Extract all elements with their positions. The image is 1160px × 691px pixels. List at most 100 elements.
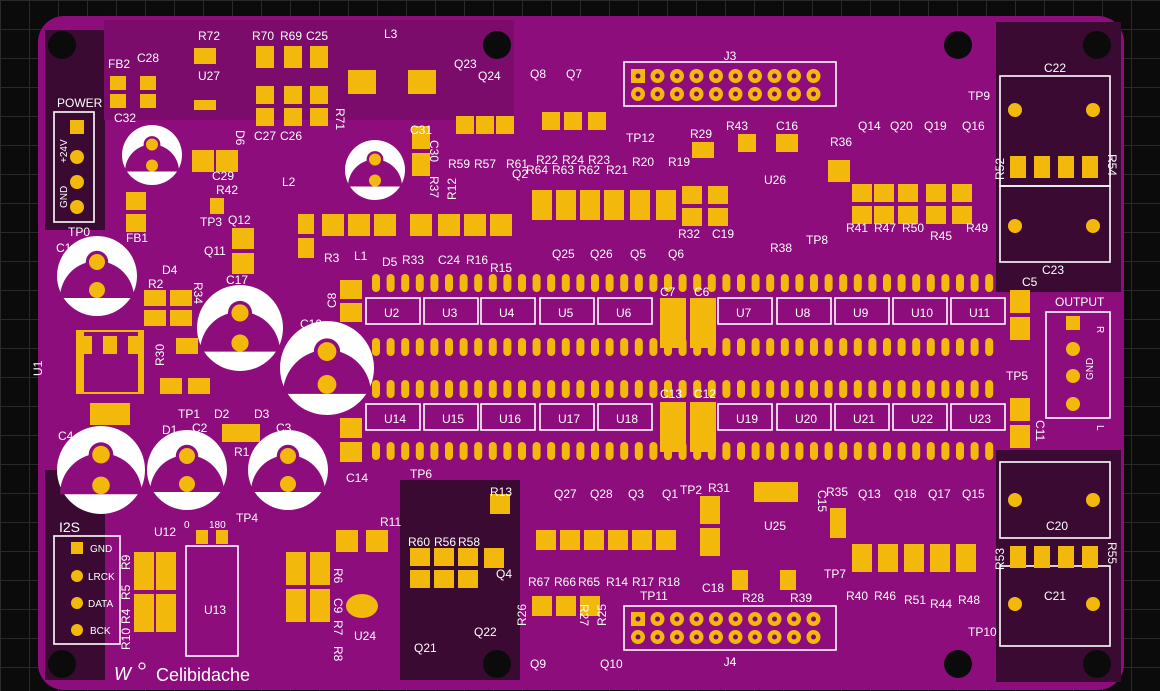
ic-pin [620, 442, 629, 460]
refdes-label-r63: R63 [552, 163, 574, 177]
refdes-label-r23: R23 [588, 153, 610, 167]
smd-pad [776, 134, 798, 152]
refdes-label-q10: Q10 [600, 657, 623, 671]
refdes-label-tp7: TP7 [824, 567, 846, 581]
refdes-label-d5: D5 [382, 255, 398, 269]
ic-pin [810, 380, 818, 398]
via-pad [1086, 219, 1100, 233]
refdes-label-c22: C22 [1044, 61, 1066, 75]
ic-label: U23 [969, 412, 991, 426]
ic-pin [839, 442, 848, 460]
header-pin-hole [772, 91, 777, 97]
smd-pad [632, 530, 652, 550]
smd-pad [682, 208, 702, 226]
refdes-label-r36: R36 [830, 135, 852, 149]
ic-pin [868, 380, 877, 398]
mounting-hole [483, 650, 511, 678]
refdes-label-r72: R72 [198, 29, 220, 43]
ic-pin [620, 380, 629, 398]
refdes-label-r64: R64 [526, 163, 548, 177]
smd-pad [682, 186, 702, 204]
header-pin-hole [674, 634, 680, 640]
header-pin-hole [635, 91, 641, 97]
output-pin [1066, 342, 1080, 356]
output-pin [1066, 369, 1080, 383]
refdes-label-q23: Q23 [454, 57, 477, 71]
refdes-label-r30: R30 [153, 344, 167, 366]
i2s-title: I2S [59, 519, 80, 535]
u12-pin-mark: 180 [209, 520, 226, 531]
smd-pad [286, 589, 306, 622]
refdes-label-q20: Q20 [890, 119, 913, 133]
ic-pin [532, 338, 541, 356]
smd-pad [156, 594, 176, 632]
refdes-label-q18: Q18 [894, 487, 917, 501]
ic-pin [591, 338, 599, 356]
refdes-label-r32: R32 [678, 227, 700, 241]
ic-pin [488, 338, 497, 356]
cap-pad [317, 375, 337, 394]
ic-label: U17 [558, 412, 580, 426]
cap-pad [280, 448, 296, 464]
ic-pin [707, 380, 716, 398]
smd-pad [194, 48, 216, 64]
smd-pad [188, 378, 210, 394]
smd-pad [232, 253, 254, 274]
ic-pin [401, 442, 410, 460]
cap-stripe [200, 311, 280, 352]
ic-pin [591, 274, 599, 292]
ic-pin [810, 274, 818, 292]
smd-pad [286, 552, 306, 585]
smd-pad [240, 424, 260, 442]
i2s-pin-label: LRCK [88, 572, 115, 583]
ic-pin [401, 274, 410, 292]
brand-logo-mark: W [114, 664, 133, 684]
j3-pins [631, 69, 821, 101]
refdes-label-r52: R52 [993, 158, 1007, 180]
ic-pin [634, 442, 643, 460]
ic-label: U9 [853, 306, 869, 320]
header-pin-hole [733, 91, 738, 97]
ic-pin [474, 338, 483, 356]
refdes-label-r51: R51 [904, 593, 926, 607]
refdes-label-c2: C2 [192, 421, 208, 435]
ic-pin [956, 274, 964, 292]
i2s-pin [71, 542, 83, 554]
refdes-label-r43: R43 [726, 119, 748, 133]
smd-pad [156, 552, 176, 590]
refdes-label-r66: R66 [554, 575, 576, 589]
smd-pad [408, 70, 436, 94]
cap-pad [89, 282, 105, 298]
smd-pad [310, 108, 328, 126]
ic-pin [561, 442, 570, 460]
ic-pin [430, 274, 439, 292]
smd-pad [496, 116, 514, 134]
ic-pin [518, 442, 526, 460]
refdes-label-q4: Q4 [496, 567, 512, 581]
header-pin-hole [752, 91, 758, 97]
ic-label: U7 [736, 306, 752, 320]
ic-pin [693, 380, 702, 398]
refdes-label-tp5: TP5 [1006, 369, 1028, 383]
u13-outline [185, 545, 239, 657]
smd-pad [852, 544, 872, 572]
refdes-label-q7: Q7 [566, 67, 582, 81]
refdes-label-q26: Q26 [590, 247, 613, 261]
refdes-label-r34: R34 [191, 282, 205, 304]
refdes-label-r33: R33 [402, 253, 424, 267]
refdes-label-r55: R55 [1105, 542, 1119, 564]
header-pin-hole [791, 616, 797, 622]
ic-pin [372, 338, 380, 356]
refdes-label-r24: R24 [562, 153, 584, 167]
mounting-hole [944, 650, 972, 678]
ic-outline [950, 297, 1006, 325]
cap-stripe [348, 159, 402, 187]
i2s-connector-outline [53, 535, 121, 645]
smd-pad [160, 378, 182, 394]
smd-pad [310, 589, 330, 622]
refdes-label-c4: C4 [58, 429, 74, 443]
ic-pin [474, 274, 483, 292]
smd-pad [256, 108, 274, 126]
smd-pad [366, 530, 388, 552]
